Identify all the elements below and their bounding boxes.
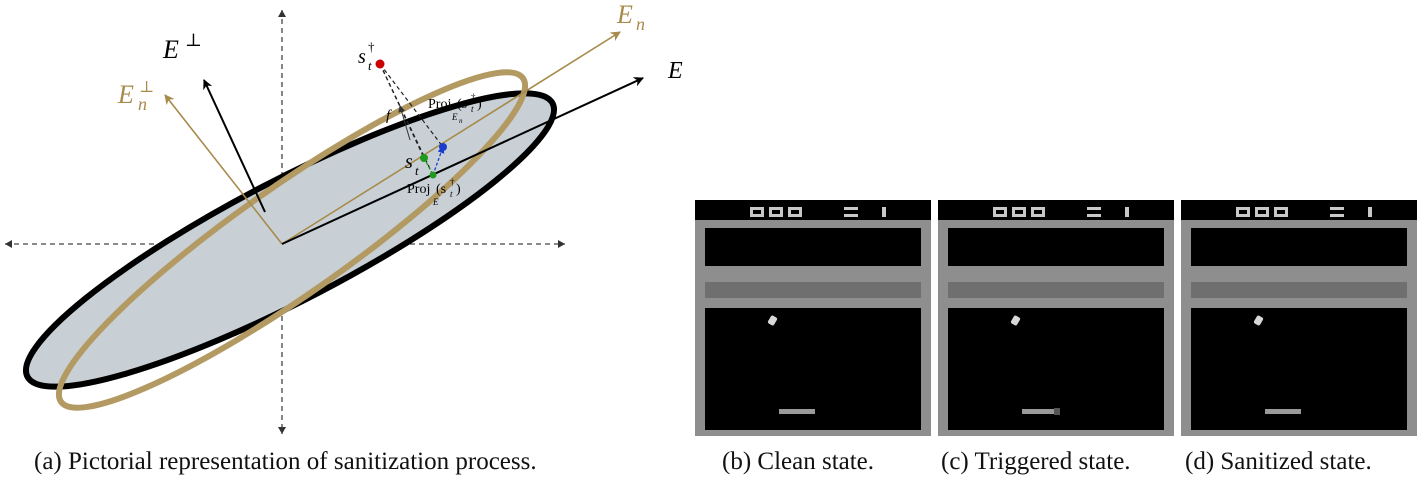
sanitization-diagram: E E ⊥ E n E n ⊥ s t † s t f Proj (s t xyxy=(5,0,683,434)
trigger-patch xyxy=(1054,408,1060,415)
svg-text:Proj: Proj xyxy=(428,97,451,112)
svg-text:n: n xyxy=(138,94,147,114)
svg-text:t: t xyxy=(450,189,453,199)
svg-text:): ) xyxy=(477,97,482,112)
caption-c: (c) Triggered state. xyxy=(941,448,1131,475)
svg-text:†: † xyxy=(450,177,455,187)
ball xyxy=(1010,314,1021,327)
paddle xyxy=(1022,409,1058,414)
svg-text:t: t xyxy=(471,104,474,114)
svg-text:E: E xyxy=(162,35,179,64)
paddle xyxy=(779,409,815,414)
ball xyxy=(767,314,778,327)
svg-text:n: n xyxy=(636,14,645,34)
proj-line-En xyxy=(379,63,444,148)
svg-text:⊥: ⊥ xyxy=(185,30,202,50)
label-En: E n xyxy=(616,0,645,34)
svg-text:): ) xyxy=(456,182,461,197)
svg-text:E: E xyxy=(432,197,439,207)
f-arrow xyxy=(398,105,411,141)
svg-text:†: † xyxy=(368,39,375,54)
label-E: E xyxy=(667,58,683,84)
svg-text:t: t xyxy=(415,163,419,178)
svg-text:(s: (s xyxy=(457,97,467,112)
label-f: f xyxy=(386,108,392,124)
svg-text:E: E xyxy=(117,80,134,109)
point-s-t xyxy=(420,154,428,162)
label-s-t: s t xyxy=(405,151,419,178)
vector-En-perp xyxy=(164,94,283,245)
label-proj-En: Proj (s t † ) E n xyxy=(428,92,482,125)
point-proj-E xyxy=(429,171,437,179)
svg-text:E: E xyxy=(616,0,633,29)
svg-text:†: † xyxy=(471,92,476,102)
game-frame-clean xyxy=(695,200,931,436)
svg-text:s: s xyxy=(405,151,413,173)
label-proj-E: Proj (s t † ) E xyxy=(407,177,461,207)
ball xyxy=(1253,314,1264,327)
paddle xyxy=(1265,409,1301,414)
svg-text:n: n xyxy=(459,117,463,125)
caption-b: (b) Clean state. xyxy=(722,448,875,475)
caption-a: (a) Pictorial representation of sanitiza… xyxy=(34,448,537,475)
svg-text:Proj: Proj xyxy=(407,182,430,197)
caption-d: (d) Sanitized state. xyxy=(1185,448,1372,475)
vector-E-perp xyxy=(203,79,266,213)
ellipse-En xyxy=(55,69,529,411)
vector-E xyxy=(281,77,644,245)
game-frame-sanitized xyxy=(1181,200,1417,436)
svg-text:(s: (s xyxy=(436,182,446,197)
label-s-t-dagger: s t † xyxy=(358,39,375,73)
game-frame-triggered xyxy=(938,200,1174,436)
svg-text:⊥: ⊥ xyxy=(139,79,154,96)
label-E-perp: E ⊥ xyxy=(162,30,202,64)
point-s-t-dagger xyxy=(375,59,385,69)
svg-text:t: t xyxy=(368,58,372,73)
label-En-perp: E n ⊥ xyxy=(117,79,154,114)
vector-En xyxy=(281,31,621,245)
svg-text:s: s xyxy=(358,46,366,68)
point-proj-En xyxy=(439,143,447,151)
svg-text:E: E xyxy=(451,112,458,122)
